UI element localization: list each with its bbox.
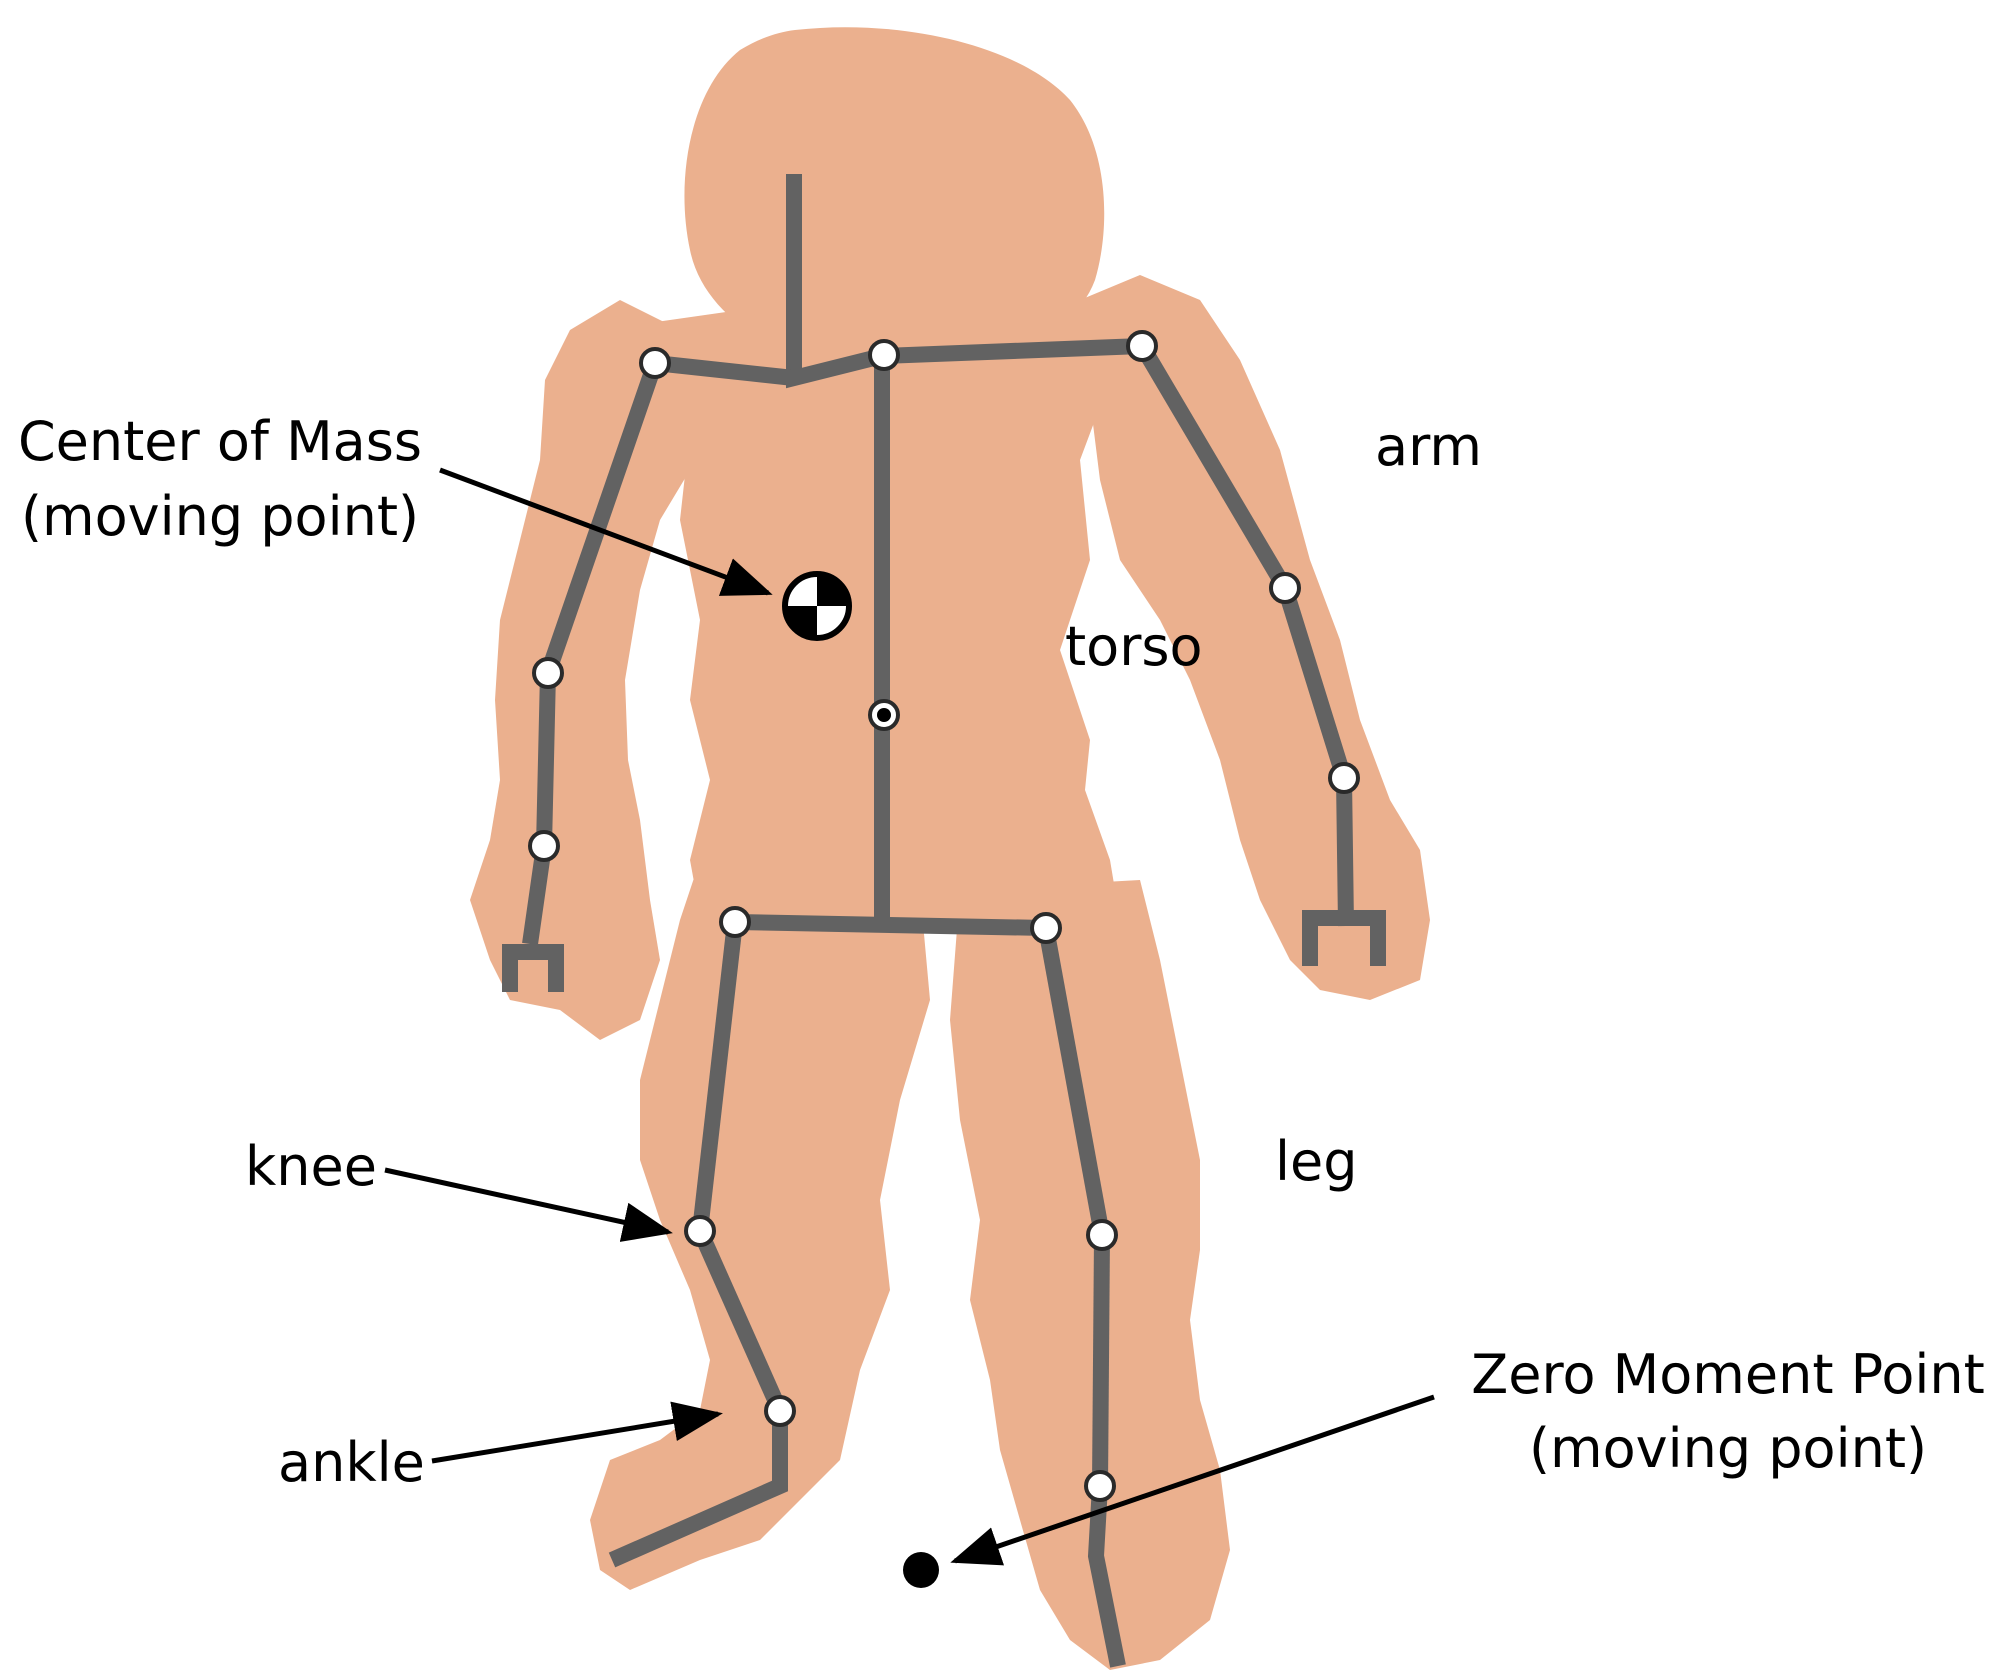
center-of-mass-label-line2: (moving point) [21, 485, 419, 548]
spine-center-joint [870, 701, 898, 729]
leg-label: leg [1275, 1130, 1358, 1193]
center-of-mass-icon [785, 574, 849, 638]
center-of-mass-label-line1: Center of Mass [18, 410, 422, 473]
right-ankle-joint [1086, 1472, 1114, 1500]
right-shin [1100, 1235, 1102, 1486]
zmp-label-line2: (moving point) [1529, 1417, 1927, 1480]
left-hip-joint [721, 908, 749, 936]
right-shoulder-joint [1128, 332, 1156, 360]
zero-moment-point-dot [903, 1552, 939, 1588]
right-hip-joint [1032, 914, 1060, 942]
ankle-label: ankle [278, 1431, 425, 1494]
left-elbow-joint [534, 659, 562, 687]
zmp-label-line1: Zero Moment Point [1471, 1343, 1985, 1406]
shoulder-line-right [882, 346, 1142, 356]
left-knee-joint [686, 1217, 714, 1245]
knee-arrow [385, 1170, 668, 1232]
body-silhouette [470, 27, 1430, 1670]
right-knee-joint [1088, 1221, 1116, 1249]
knee-label: knee [245, 1135, 377, 1198]
right-elbow-joint [1271, 574, 1299, 602]
left-arm-shape [470, 300, 700, 1040]
left-ankle-joint [766, 1397, 794, 1425]
arm-label: arm [1375, 415, 1482, 478]
hip-bone [735, 922, 1046, 928]
right-wrist-joint [1330, 764, 1358, 792]
neck-joint [870, 341, 898, 369]
left-shoulder-joint [641, 349, 669, 377]
torso-label: torso [1065, 615, 1203, 678]
left-wrist-joint [530, 832, 558, 860]
